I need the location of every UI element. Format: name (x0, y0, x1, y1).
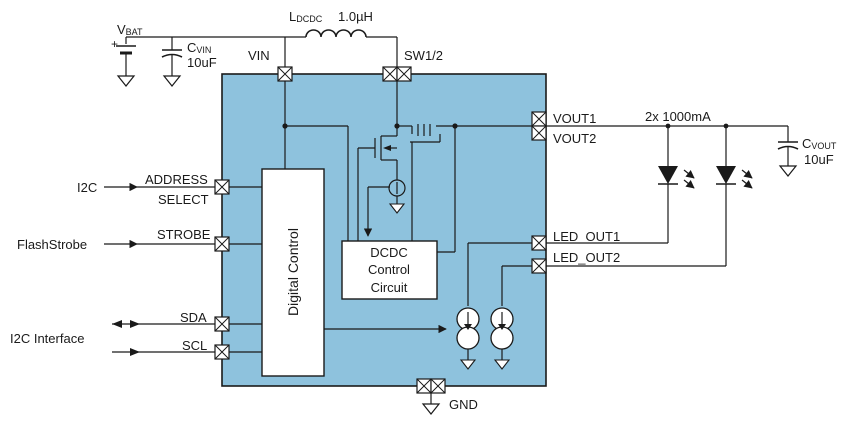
ground-icon (162, 75, 182, 87)
pin-label-scl: SCL (182, 338, 207, 353)
signal-label-flash-strobe: FlashStrobe (17, 237, 87, 252)
input-power-section: + VBAT CVIN 10uF LDCDC 1.0µH (111, 9, 398, 87)
nfet-switch (357, 126, 398, 241)
svg-text:+: + (111, 37, 118, 51)
inductor-value: 1.0µH (338, 9, 373, 24)
inductor-label: LDCDC (289, 9, 323, 24)
pin-label-sda: SDA (180, 310, 207, 325)
led-2-icon (716, 126, 753, 266)
cvout-value: 10uF (804, 152, 834, 167)
pin-boxes (214, 66, 547, 394)
pin-label-sw: SW1/2 (404, 48, 443, 63)
battery-symbol: + (111, 37, 136, 76)
pin-label-led-out2: LED_OUT2 (553, 250, 620, 265)
pin-gnd (416, 378, 446, 394)
capacitor-cvout-symbol (777, 126, 799, 177)
dcdc-label-line1: DCDC (370, 245, 408, 260)
signal-label-i2c-interface: I2C Interface (10, 331, 84, 346)
pin-label-gnd: GND (449, 397, 478, 412)
sda-arrow-left (112, 320, 122, 328)
internal-wiring (229, 81, 726, 415)
led-current-sources (456, 307, 514, 370)
pin-label-address: ADDRESS (145, 172, 208, 187)
pin-sda (214, 316, 230, 332)
pin-vin (277, 66, 293, 82)
sda-arrow-right (130, 320, 140, 328)
pin-address-select (214, 179, 230, 195)
dcdc-label-line2: Control (368, 262, 410, 277)
output-section: 2x 1000mA CVOUT 10uF (546, 109, 837, 266)
digital-control-label: Digital Control (285, 228, 301, 316)
cvout-label: CVOUT (802, 136, 837, 151)
pin-led-out1 (531, 235, 547, 251)
pin-scl (214, 344, 230, 360)
pin-label-select: SELECT (158, 192, 209, 207)
ground-icon (116, 75, 136, 87)
digital-control-block: Digital Control (261, 168, 325, 377)
inductor-symbol (305, 29, 367, 38)
pin-sw (382, 66, 412, 82)
cvin-label: CVIN (187, 40, 211, 55)
pin-label-vin: VIN (248, 48, 270, 63)
signal-label-i2c: I2C (77, 180, 97, 195)
current-source-icon (490, 307, 514, 370)
ground-icon (421, 403, 441, 415)
pin-vout1 (531, 111, 547, 127)
scl-arrow (130, 348, 140, 356)
pin-strobe (214, 236, 230, 252)
current-source-icon (388, 170, 406, 214)
capacitor-cvin-symbol (161, 49, 183, 87)
cvin-value: 10uF (187, 55, 217, 70)
pfet-switch (397, 124, 455, 143)
ground-icon (778, 165, 798, 177)
pin-label-vout2: VOUT2 (553, 131, 596, 146)
dcdc-label-line3: Circuit (371, 280, 408, 295)
led-current-label: 2x 1000mA (645, 109, 711, 124)
dcdc-control-block: DCDC Control Circuit (341, 240, 438, 300)
pin-label-strobe: STROBE (157, 227, 211, 242)
pin-label-vout1: VOUT1 (553, 111, 596, 126)
pin-vout2 (531, 125, 547, 141)
led-1-icon (658, 126, 695, 243)
battery-label: VBAT (117, 22, 143, 37)
current-source-icon (456, 307, 480, 370)
pin-led-out2 (531, 258, 547, 274)
pin-label-led-out1: LED_OUT1 (553, 229, 620, 244)
